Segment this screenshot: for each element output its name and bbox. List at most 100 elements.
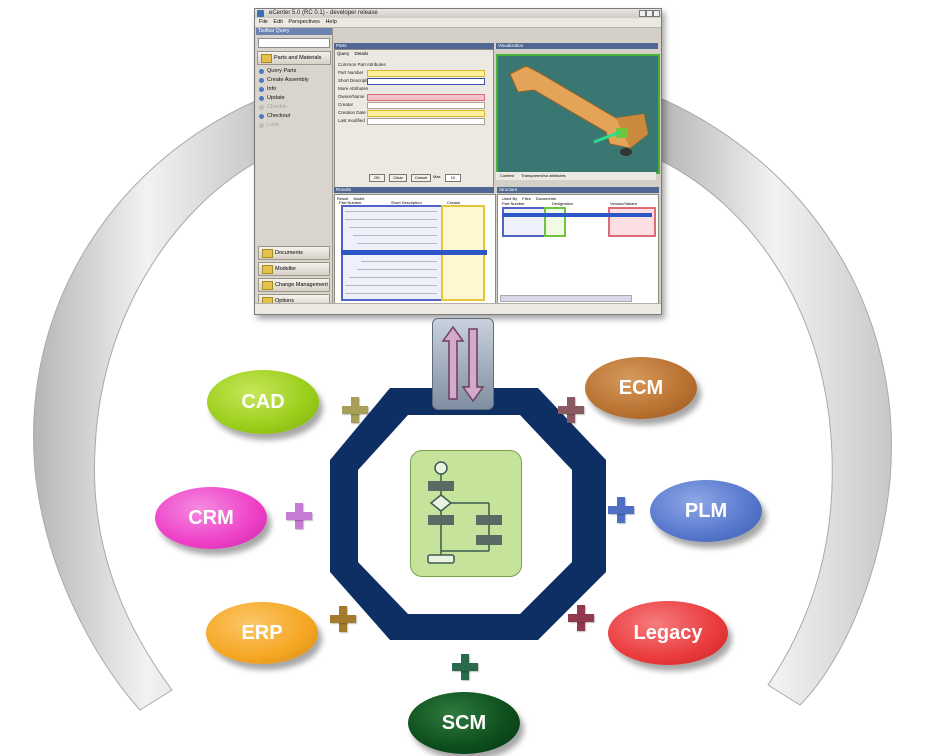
sidebar-section-parts[interactable]: Parts and Materials [257, 51, 331, 65]
tab-query[interactable]: Query [337, 51, 350, 56]
short-description-field[interactable] [367, 78, 485, 85]
tree-row[interactable] [345, 293, 437, 294]
tree-row[interactable] [357, 269, 437, 270]
tree-row[interactable] [345, 219, 437, 220]
node-crm[interactable]: CRM [155, 487, 267, 549]
close-icon[interactable] [653, 10, 660, 17]
owner-field[interactable] [367, 94, 485, 101]
col-part-number[interactable]: Part Number [339, 200, 362, 205]
selected-row[interactable] [502, 213, 652, 217]
process-core [410, 450, 522, 577]
plm-plus-icon [608, 497, 634, 523]
structure-panel[interactable]: Used By Files Documents Part Number Desi… [497, 194, 659, 306]
col-version[interactable]: Version/Variant [610, 201, 637, 206]
app-icon [257, 10, 264, 17]
cad-plus-icon [342, 397, 368, 423]
menu-file[interactable]: File [259, 19, 268, 25]
field-label-last-modified: Last modified [338, 118, 365, 123]
window-title-bar: eCenter 5.0 (RC 0.1) - developer release [255, 9, 661, 18]
tree-row[interactable] [349, 277, 437, 278]
tree-row[interactable] [349, 227, 437, 228]
ok-button[interactable]: OK [369, 174, 385, 182]
sidebar-item-query-parts[interactable]: Query Parts [256, 67, 332, 76]
structure-column-headers: Part Number Designation Version/Variant [502, 201, 652, 206]
creator-field[interactable] [367, 102, 485, 109]
node-cad-label: CAD [241, 390, 285, 413]
results-tree[interactable]: Result Model Part Number Short Descripti… [334, 194, 496, 306]
tree-row[interactable] [345, 211, 437, 212]
node-erp-label: ERP [241, 621, 283, 644]
structure-header: Structure [497, 187, 659, 193]
sidebar-search-input[interactable] [258, 38, 330, 48]
right-arc [659, 97, 892, 706]
sidebar-item-checkin[interactable]: Checkin [256, 103, 332, 112]
maximize-icon[interactable] [646, 10, 653, 17]
node-legacy[interactable]: Legacy [608, 601, 728, 665]
window-title: eCenter 5.0 (RC 0.1) - developer release [269, 10, 378, 16]
tab-model[interactable]: Model [353, 196, 365, 201]
col-designation[interactable]: Designation [552, 201, 574, 206]
query-tabs: Query Details [337, 51, 368, 56]
results-column-headers: Part Number Short Description Creator [339, 200, 489, 205]
minimize-icon[interactable] [639, 10, 646, 17]
node-plm[interactable]: PLM [650, 480, 762, 542]
creation-date-field[interactable] [367, 110, 485, 117]
field-label-owner: Owner/Name [338, 94, 365, 99]
tree-row[interactable] [353, 235, 437, 236]
tab-details[interactable]: Details [354, 51, 369, 56]
application-window: eCenter 5.0 (RC 0.1) - developer release… [254, 8, 662, 315]
sidebar-item-info[interactable]: Info [256, 85, 332, 94]
bidirectional-arrows-icon [441, 325, 485, 403]
node-scm[interactable]: SCM [408, 692, 520, 754]
field-label-short-description: Short Description [338, 78, 373, 83]
tab-used-by[interactable]: Used By [502, 196, 518, 201]
results-header: Results [334, 187, 494, 193]
viewer-footer-content: Content [500, 173, 515, 178]
col-short-description[interactable]: Short Description [391, 200, 422, 205]
tree-row[interactable] [345, 285, 437, 286]
sidebar-item-create-assembly[interactable]: Create Assembly [256, 76, 332, 85]
tree-row[interactable] [357, 243, 437, 244]
max-label: Max [433, 174, 441, 179]
node-ecm-label: ECM [618, 376, 664, 399]
menu-bar: File Edit Perspectives Help [255, 18, 661, 28]
sidebar-item-lock[interactable]: Lock [256, 121, 332, 130]
part-number-field[interactable] [367, 70, 485, 77]
menu-perspectives[interactable]: Perspectives [288, 19, 320, 25]
menu-edit[interactable]: Edit [273, 19, 283, 25]
node-cad[interactable]: CAD [207, 370, 319, 434]
node-erp[interactable]: ERP [206, 602, 318, 664]
structure-tabs: Used By Files Documents [502, 196, 556, 201]
tab-files[interactable]: Files [522, 196, 531, 201]
sidebar-item-checkout[interactable]: Checkout [256, 112, 332, 121]
tab-documents[interactable]: Documents [535, 196, 557, 201]
sidebar: Toolbar Query Parts and Materials Query … [256, 28, 333, 312]
horizontal-scrollbar[interactable] [500, 295, 632, 302]
clear-button[interactable]: Clear [389, 174, 407, 182]
last-modified-field[interactable] [367, 118, 485, 125]
sidebar-section-documents[interactable]: Documents [258, 246, 330, 260]
group-common-label: Common Part Attributes [338, 62, 386, 67]
part-model-icon [509, 65, 649, 156]
cancel-button[interactable]: Cancel [411, 174, 431, 182]
sidebar-section-modeller[interactable]: Modeller [258, 262, 330, 276]
col-creator[interactable]: Creator [447, 200, 461, 205]
sidebar-header: Toolbar Query [256, 28, 332, 35]
3d-viewer[interactable] [496, 54, 660, 174]
window-controls[interactable] [639, 10, 660, 17]
ecm-plus-icon [558, 397, 584, 423]
max-input[interactable]: 10 [445, 174, 461, 182]
sync-arrows-box [432, 318, 494, 410]
menu-help[interactable]: Help [325, 19, 337, 25]
node-scm-label: SCM [441, 711, 487, 734]
sidebar-item-update[interactable]: Update [256, 94, 332, 103]
tab-result[interactable]: Result [337, 196, 349, 201]
viewer-footer-transparency: Transparent/no attributes [521, 173, 566, 178]
selected-row[interactable] [341, 250, 487, 255]
node-ecm[interactable]: ECM [585, 357, 697, 419]
tree-row[interactable] [361, 261, 437, 262]
col-part-number[interactable]: Part Number [502, 201, 525, 206]
sidebar-section-change-management[interactable]: Change Management [258, 278, 330, 292]
query-panel-header: Parts [334, 43, 494, 49]
